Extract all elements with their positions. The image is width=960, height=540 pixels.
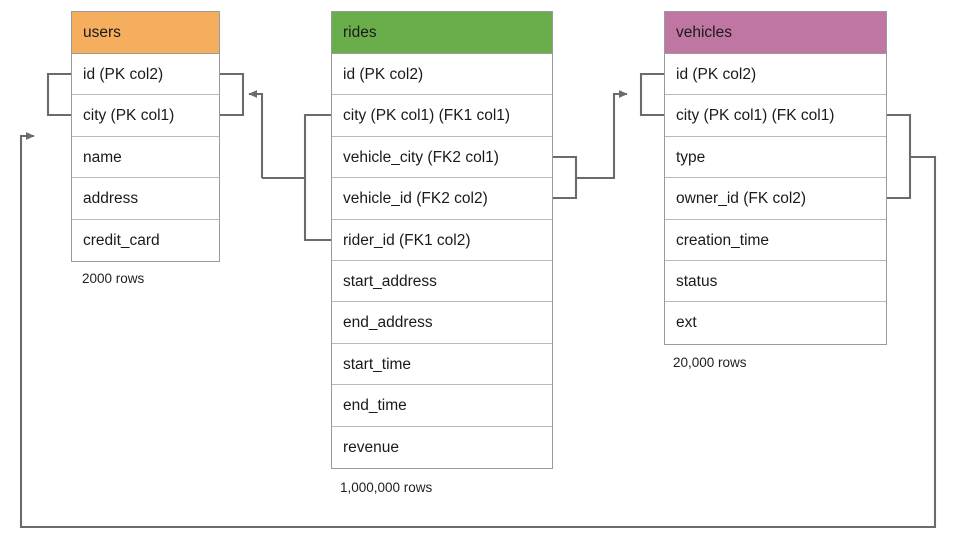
entity-vehicles-attr-status[interactable]: status [665, 260, 886, 303]
entity-rides-header: rides [332, 12, 552, 54]
entity-rides-attr-city[interactable]: city (PK col1) (FK1 col1) [332, 95, 552, 137]
entity-rides-attr-vehicle-city[interactable]: vehicle_city (FK2 col1) [332, 136, 552, 179]
entity-rides-attr-revenue[interactable]: revenue [332, 426, 552, 468]
entity-users-row-count: 2000 rows [82, 271, 145, 286]
entity-rides-attr-rider-id[interactable]: rider_id (FK1 col2) [332, 219, 552, 261]
edge-rides-fk1-riderid [303, 178, 331, 242]
entity-vehicles-header: vehicles [665, 12, 886, 54]
entity-users[interactable]: users id (PK col2) city (PK col1) name a… [71, 11, 220, 262]
edge-rides-fk1-city [262, 113, 331, 180]
entity-users-attr-name[interactable]: name [72, 136, 219, 179]
edge-rides-fk1-arrow [248, 94, 262, 178]
entity-rides-row-count: 1,000,000 rows [340, 480, 433, 495]
entity-users-header: users [72, 12, 219, 54]
edge-vehicles-left-bracket [639, 72, 664, 117]
entity-rides-attr-end-address[interactable]: end_address [332, 302, 552, 344]
entity-vehicles-attr-owner-id[interactable]: owner_id (FK col2) [665, 178, 886, 220]
entity-rides-attr-vehicle-id[interactable]: vehicle_id (FK2 col2) [332, 178, 552, 220]
entity-vehicles[interactable]: vehicles id (PK col2) city (PK col1) (FK… [664, 11, 887, 345]
edge-vehicles-right-bracket [887, 113, 912, 200]
entity-vehicles-attr-id[interactable]: id (PK col2) [665, 54, 886, 96]
entity-users-attr-city[interactable]: city (PK col1) [72, 95, 219, 137]
entity-users-attr-address[interactable]: address [72, 178, 219, 220]
entity-vehicles-row-count: 20,000 rows [673, 355, 747, 370]
entity-vehicles-attr-city[interactable]: city (PK col1) (FK col1) [665, 95, 886, 137]
edge-rides-fk2-bracket [553, 155, 578, 200]
edge-rides-fk1-to-users [248, 90, 264, 178]
entity-users-attr-credit-card[interactable]: credit_card [72, 219, 219, 261]
entity-rides-attr-start-address[interactable]: start_address [332, 260, 552, 303]
entity-vehicles-attr-ext[interactable]: ext [665, 302, 886, 344]
edge-users-left-bracket [46, 72, 71, 117]
entity-rides[interactable]: rides id (PK col2) city (PK col1) (FK1 c… [331, 11, 553, 469]
entity-vehicles-attr-creation-time[interactable]: creation_time [665, 219, 886, 261]
entity-vehicles-attr-type[interactable]: type [665, 136, 886, 179]
edge-rides-fk2-to-vehicles [576, 90, 628, 180]
entity-rides-attr-id[interactable]: id (PK col2) [332, 54, 552, 96]
entity-rides-attr-start-time[interactable]: start_time [332, 343, 552, 386]
edge-users-right-bracket [220, 72, 245, 117]
entity-rides-attr-end-time[interactable]: end_time [332, 385, 552, 427]
entity-users-attr-id[interactable]: id (PK col2) [72, 54, 219, 96]
